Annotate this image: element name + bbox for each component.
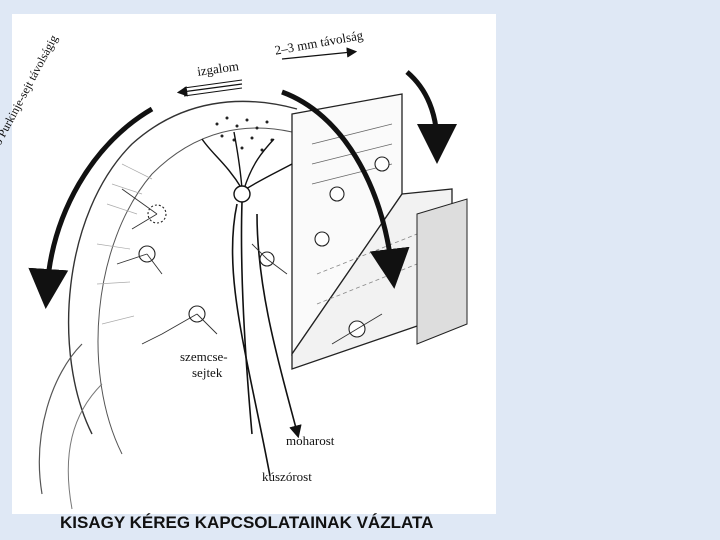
parallel-fiber-dots [215,116,274,152]
white-matter-curve-2 [67,383,103,510]
excitation-arrow [176,83,243,97]
curve-arrow-left [281,89,410,289]
curve-arrow-right [405,70,457,164]
white-matter-curve [38,343,83,495]
distance-arrow [281,47,358,60]
mossy-fiber [256,213,302,439]
climbing-fiber [231,203,271,477]
granule-cells-label-line1: szemcse- [180,349,228,364]
block-lower-strip [416,198,468,345]
climbing-fiber-label: kúszórost [262,469,312,484]
diagram-panel: gátlás 10 Purkinje-sejt távolságig izgal… [0,14,496,514]
cerebellar-cortex-drawing [28,47,468,510]
figure-caption: KISAGY KÉREG KAPCSOLATAINAK VÁZLATA [60,513,434,532]
excitation-arrow-body [183,79,243,97]
purkinje-cell [201,131,293,435]
mossy-fiber-label: moharost [286,433,335,448]
granule-cells-label-line2: sejtek [192,365,223,380]
inhibition-arrow [28,106,154,309]
